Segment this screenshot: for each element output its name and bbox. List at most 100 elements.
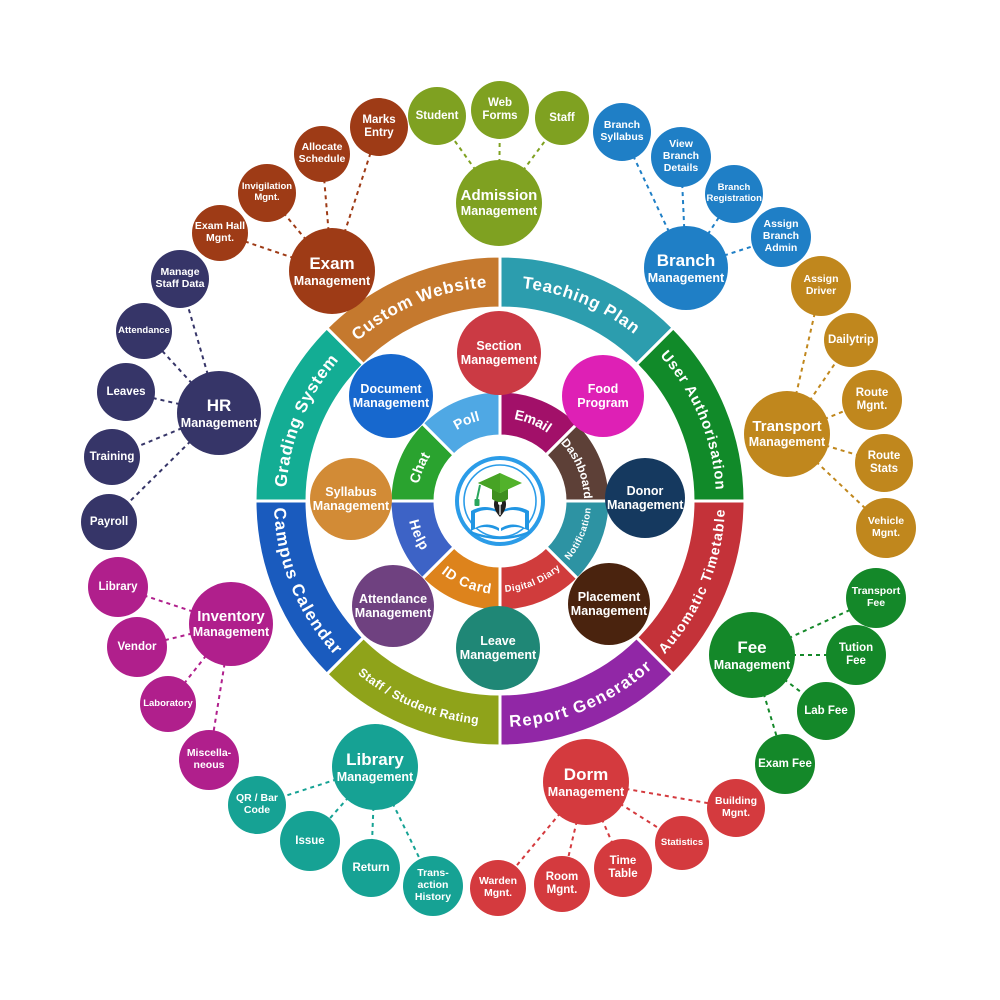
node-vehicle-mgnt: Vehicle Mgnt.: [856, 498, 916, 558]
hub-subtitle: Management: [713, 657, 791, 672]
node-warden-mgnt: Warden Mgnt.: [470, 860, 526, 916]
node-label: Route Stats: [867, 450, 901, 475]
node-label: Branch Syllabus: [600, 119, 644, 143]
ring-segment-custom-website: [324, 254, 502, 367]
node-label: Placement Management: [570, 590, 648, 618]
hub-title: Exam: [309, 254, 355, 274]
node-web-forms: Web Forms: [471, 81, 529, 139]
node-marks-entry: Marks Entry: [350, 98, 408, 156]
hub-title: Transport: [752, 417, 822, 435]
node-branch-registration: Branch Registration: [705, 165, 763, 223]
node-label: View Branch Details: [662, 138, 700, 174]
node-label: Document Management: [352, 382, 430, 410]
node-invigilation-mgnt: Invigilation Mgnt.: [238, 164, 296, 222]
node-label: Invigilation Mgnt.: [241, 181, 293, 203]
node-view-branch-details: View Branch Details: [651, 127, 711, 187]
node-allocate-schedule: Allocate Schedule: [294, 126, 350, 182]
node-attendance-management: Attendance Management: [352, 565, 434, 647]
node-statistics: Statistics: [655, 816, 709, 870]
node-label: Miscella-neous: [186, 747, 232, 771]
connector-library-management-trans-action-history: [374, 766, 434, 887]
node-qr-bar-code: QR / Bar Code: [228, 776, 286, 834]
node-label: Section Management: [460, 339, 538, 367]
node-label: Room Mgnt.: [545, 871, 579, 896]
hub-subtitle: Management: [192, 625, 270, 640]
node-label: Building Mgnt.: [715, 795, 757, 819]
node-label: Food Program: [577, 382, 629, 410]
node-issue: Issue: [280, 811, 340, 871]
node-miscella-neous: Miscella-neous: [179, 730, 239, 790]
node-route-mgnt: Route Mgnt.: [842, 370, 902, 430]
node-label: Assign Branch Admin: [762, 218, 800, 254]
node-room-mgnt: Room Mgnt.: [534, 856, 590, 912]
hub-title: Dorm: [563, 765, 609, 785]
node-label: Vehicle Mgnt.: [867, 515, 905, 539]
node-label: Assign Driver: [803, 273, 839, 297]
node-payroll: Payroll: [81, 494, 137, 550]
node-label: Student: [415, 109, 459, 122]
node-transport-fee: Transport Fee: [846, 568, 906, 628]
hub-subtitle: Management: [293, 273, 371, 288]
node-label: Manage Staff Data: [155, 266, 205, 290]
node-route-stats: Route Stats: [855, 434, 913, 492]
node-staff: Staff: [535, 91, 589, 145]
hub-title: Admission: [460, 186, 538, 204]
node-vendor: Vendor: [107, 617, 167, 677]
node-lab-fee: Lab Fee: [797, 682, 855, 740]
node-tution-fee: Tution Fee: [826, 625, 886, 685]
node-label: QR / Bar Code: [235, 792, 278, 816]
node-label: Exam Fee: [758, 757, 812, 770]
node-label: Exam Hall Mgnt.: [194, 220, 246, 244]
node-label: Branch Registration: [706, 182, 762, 204]
node-label: Vendor: [117, 640, 157, 653]
node-label: Payroll: [89, 515, 129, 528]
node-label: Statistics: [660, 836, 704, 848]
node-label: Time Table: [608, 855, 638, 880]
node-label: Attendance Management: [354, 592, 432, 620]
node-library: Library: [88, 557, 148, 617]
education-logo: [455, 456, 545, 546]
node-document-management: Document Management: [349, 354, 433, 438]
node-syllabus-management: Syllabus Management: [310, 458, 392, 540]
node-training: Training: [84, 429, 140, 485]
hub-subtitle: Management: [336, 769, 414, 784]
node-label: Issue: [295, 834, 325, 847]
node-label: Warden Mgnt.: [478, 875, 518, 899]
node-label: Return: [352, 861, 390, 874]
node-food-program: Food Program: [562, 355, 644, 437]
node-donor-management: Donor Management: [605, 458, 685, 538]
node-return: Return: [342, 839, 400, 897]
hub-title: Library: [346, 750, 404, 770]
hub-subtitle: Management: [647, 270, 725, 285]
node-manage-staff-data: Manage Staff Data: [151, 250, 209, 308]
hub-subtitle: Management: [547, 784, 625, 799]
hub-title: Branch: [656, 251, 716, 271]
node-building-mgnt: Building Mgnt.: [707, 779, 765, 837]
hub-title: HR: [206, 396, 232, 416]
node-assign-branch-admin: Assign Branch Admin: [751, 207, 811, 267]
node-branch-syllabus: Branch Syllabus: [593, 103, 651, 161]
node-label: Web Forms: [482, 97, 518, 122]
node-label: Transport Fee: [851, 585, 901, 609]
node-leave-management: Leave Management: [456, 606, 540, 690]
node-label: Donor Management: [607, 484, 684, 512]
node-label: Training: [89, 450, 135, 463]
node-exam-hall-mgnt: Exam Hall Mgnt.: [192, 205, 248, 261]
node-label: Leave Management: [459, 634, 537, 662]
node-label: Laboratory: [143, 697, 193, 709]
node-trans-action-history: Trans-action History: [403, 856, 463, 916]
hub-title: Inventory: [197, 607, 265, 625]
node-laboratory: Laboratory: [140, 676, 196, 732]
node-label: Route Mgnt.: [855, 387, 889, 412]
